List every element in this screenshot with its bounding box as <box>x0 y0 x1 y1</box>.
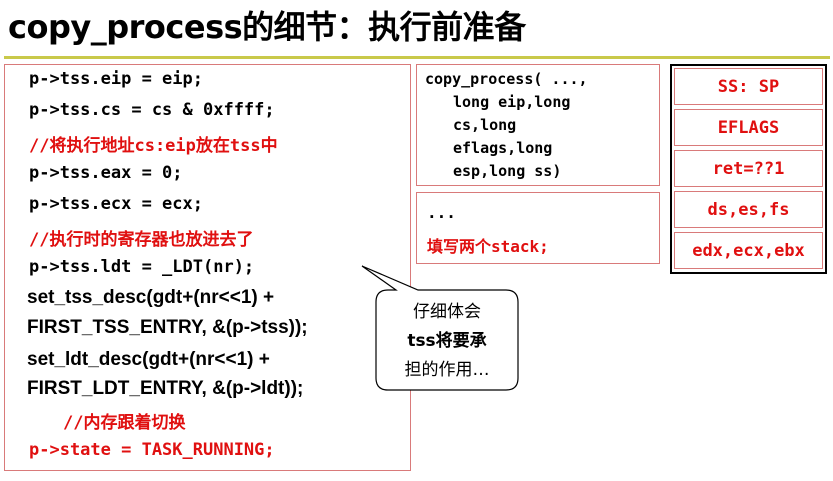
code-line: FIRST_TSS_ENTRY, &(p->tss)); <box>27 317 308 338</box>
ellipsis-text: ... <box>427 203 456 222</box>
callout-line: tss将要承 <box>407 331 487 351</box>
code-line: set_ldt_desc(gdt+(nr<<1) + <box>27 349 270 370</box>
stack-cell: ret=??1 <box>674 150 823 187</box>
fill-stack-panel: ... 填写两个stack; <box>416 192 660 264</box>
code-line: FIRST_LDT_ENTRY, &(p->ldt)); <box>27 378 304 399</box>
stack-cell: ds,es,fs <box>674 191 823 228</box>
title-divider <box>4 56 830 59</box>
code-line: p->tss.cs = cs & 0xffff; <box>29 100 275 120</box>
signature-line: cs,long <box>453 116 517 134</box>
signature-line: long eip,long <box>453 93 571 111</box>
stack-diagram: SS: SP EFLAGS ret=??1 ds,es,fs edx,ecx,e… <box>670 64 827 274</box>
code-line: p->state = TASK_RUNNING; <box>29 440 275 460</box>
signature-line: esp,long ss) <box>453 162 562 180</box>
code-line: p->tss.eip = eip; <box>29 69 203 89</box>
signature-line: copy_process( ..., <box>425 70 588 88</box>
code-line: p->tss.ldt = _LDT(nr); <box>29 257 255 277</box>
signature-panel: copy_process( ..., long eip,long cs,long… <box>416 64 660 186</box>
fill-stack-note: 填写两个stack; <box>427 237 549 256</box>
code-line: set_tss_desc(gdt+(nr<<1) + <box>27 287 275 308</box>
page-title: copy_process的细节：执行前准备 <box>8 8 526 46</box>
callout-line: 担的作用… <box>404 360 490 380</box>
callout-line: 仔细体会 <box>413 302 481 322</box>
code-comment: //内存跟着切换 <box>63 413 186 433</box>
code-panel: p->tss.eip = eip; p->tss.cs = cs & 0xfff… <box>4 64 411 471</box>
code-comment: //执行时的寄存器也放进去了 <box>29 230 254 250</box>
code-line: p->tss.ecx = ecx; <box>29 194 203 214</box>
stack-cell: EFLAGS <box>674 109 823 146</box>
stack-cell: SS: SP <box>674 68 823 105</box>
signature-line: eflags,long <box>453 139 553 157</box>
code-line: p->tss.eax = 0; <box>29 163 183 183</box>
code-comment: //将执行地址cs:eip放在tss中 <box>29 136 278 156</box>
stack-cell: edx,ecx,ebx <box>674 232 823 269</box>
